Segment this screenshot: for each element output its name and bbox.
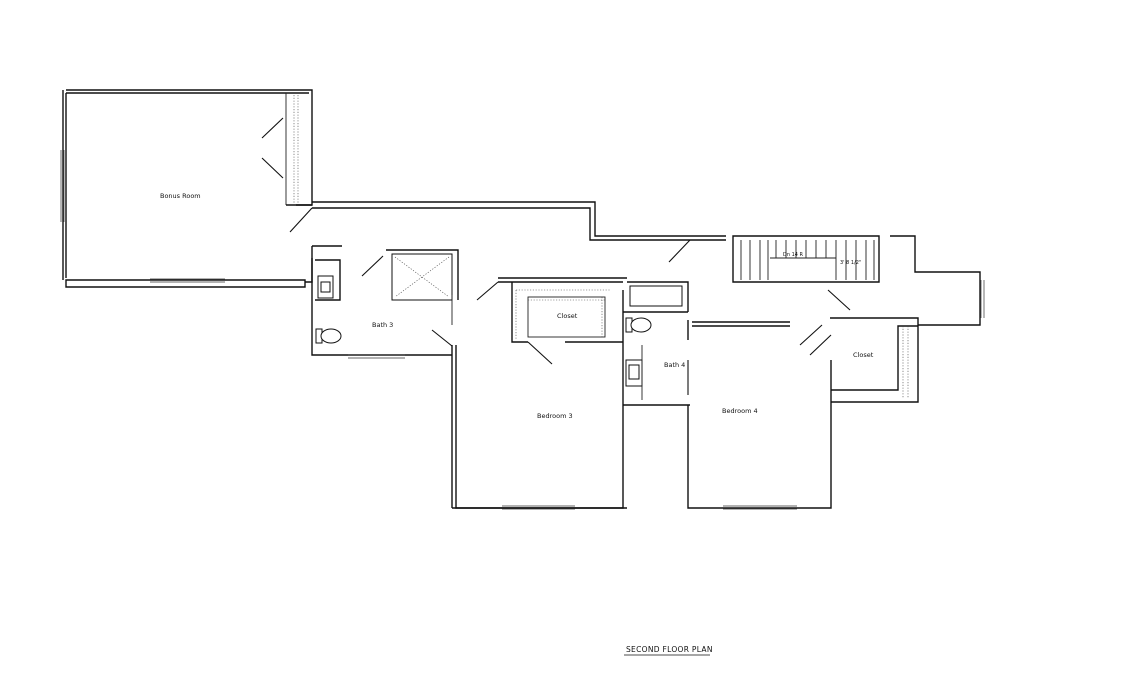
plan-title: SECOND FLOOR PLAN <box>624 645 713 656</box>
bedroom4-window <box>723 505 797 510</box>
label-bedroom-4: Bedroom 4 <box>722 407 758 415</box>
stairs <box>732 235 985 326</box>
plan-title-text: SECOND FLOOR PLAN <box>626 645 713 654</box>
label-bedroom-3: Bedroom 3 <box>537 412 573 420</box>
hall-door-swing <box>668 239 691 263</box>
bath-4 <box>623 281 690 406</box>
label-bath-3: Bath 3 <box>372 321 393 329</box>
bonus-entry-door <box>289 207 313 233</box>
bonus-closet-door-1 <box>261 117 284 139</box>
stair-hall-door <box>827 289 851 311</box>
bonus-closet-door-2 <box>261 157 284 179</box>
bedroom-4 <box>687 317 919 510</box>
hall-window-right <box>980 280 985 318</box>
bath4-tub <box>629 285 683 307</box>
bedroom3-closet-door <box>527 341 553 365</box>
left-closet-shelf <box>527 296 606 338</box>
room-labels: Bonus Room Bath 3 Closet Bedroom 3 Bath … <box>160 192 874 420</box>
hallway-walls <box>289 201 726 283</box>
stair-down-note: Dn 14 R <box>783 252 804 258</box>
bonus-room-walls <box>60 89 313 288</box>
stair-width-note: 3' 8 1/2" <box>840 260 861 266</box>
bath3-window <box>348 354 405 359</box>
bath4-toilet-bowl <box>630 317 652 333</box>
bedroom4-entry-door <box>799 324 823 346</box>
bath3-toilet-bowl <box>320 328 342 344</box>
bedroom4-closet-door <box>809 334 832 356</box>
bedroom-3 <box>452 277 627 510</box>
bath3-entry-door <box>431 329 453 347</box>
bath3-shower-door <box>361 255 384 277</box>
bedroom3-window <box>502 505 575 510</box>
label-closet-left: Closet <box>557 312 578 320</box>
label-closet-right: Closet <box>853 351 874 359</box>
bonus-window-bottom <box>150 278 225 283</box>
bedroom3-entry-door <box>476 281 499 301</box>
label-bonus-room: Bonus Room <box>160 192 201 200</box>
bath-3 <box>311 249 459 508</box>
bonus-window-left <box>60 150 65 222</box>
label-bath-4: Bath 4 <box>664 361 685 369</box>
